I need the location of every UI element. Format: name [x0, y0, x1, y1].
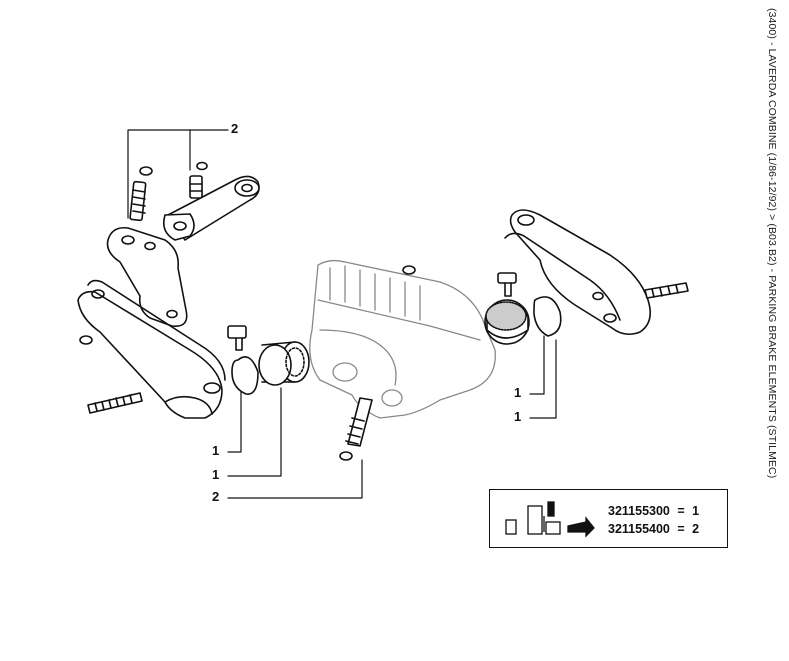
left-bolt [227, 325, 247, 351]
right-brake-pad [484, 299, 530, 345]
right-threaded-stud [644, 282, 689, 299]
left-circlip [231, 356, 259, 395]
legend-part-2: 321155400 [608, 522, 670, 536]
kit-contents-icon [505, 501, 595, 538]
callout-right-1b: 1 [514, 409, 522, 424]
legend-ref-1: 1 [692, 504, 700, 518]
diagram-title: (3400) - LAVERDA COMBINE (1/86-12/92) > … [766, 8, 778, 479]
callout-right-1a: 1 [514, 385, 522, 400]
legend-part-1: 321155300 [608, 504, 670, 518]
upper-lever-plate [106, 226, 188, 327]
left-piston [258, 341, 310, 386]
right-circlip [533, 296, 562, 337]
callout-left-2: 2 [212, 489, 220, 504]
parts-legend: 321155300 = 1 321155400 = 2 [489, 489, 728, 548]
legend-row-1: 321155300 = 1 [608, 504, 699, 518]
left-threaded-stud [87, 392, 143, 414]
small-pin-center [189, 161, 208, 199]
washer-caliper-top [402, 265, 416, 275]
upper-link-arm [162, 175, 260, 241]
left-brake-lever [77, 279, 226, 419]
caliper-body [309, 259, 496, 419]
legend-sep-2: = [677, 522, 685, 536]
callout-left-1a: 1 [212, 443, 220, 458]
washer-left [79, 335, 93, 345]
right-bolt [497, 272, 517, 297]
legend-sep-1: = [677, 504, 685, 518]
leader-lines [127, 129, 557, 499]
callout-top-left: 2 [231, 121, 239, 136]
callout-left-1b: 1 [212, 467, 220, 482]
center-pin [339, 397, 373, 461]
small-pin-left [129, 166, 153, 222]
legend-ref-2: 2 [692, 522, 700, 536]
legend-row-2: 321155400 = 2 [608, 522, 699, 536]
right-brake-lever [504, 209, 651, 336]
